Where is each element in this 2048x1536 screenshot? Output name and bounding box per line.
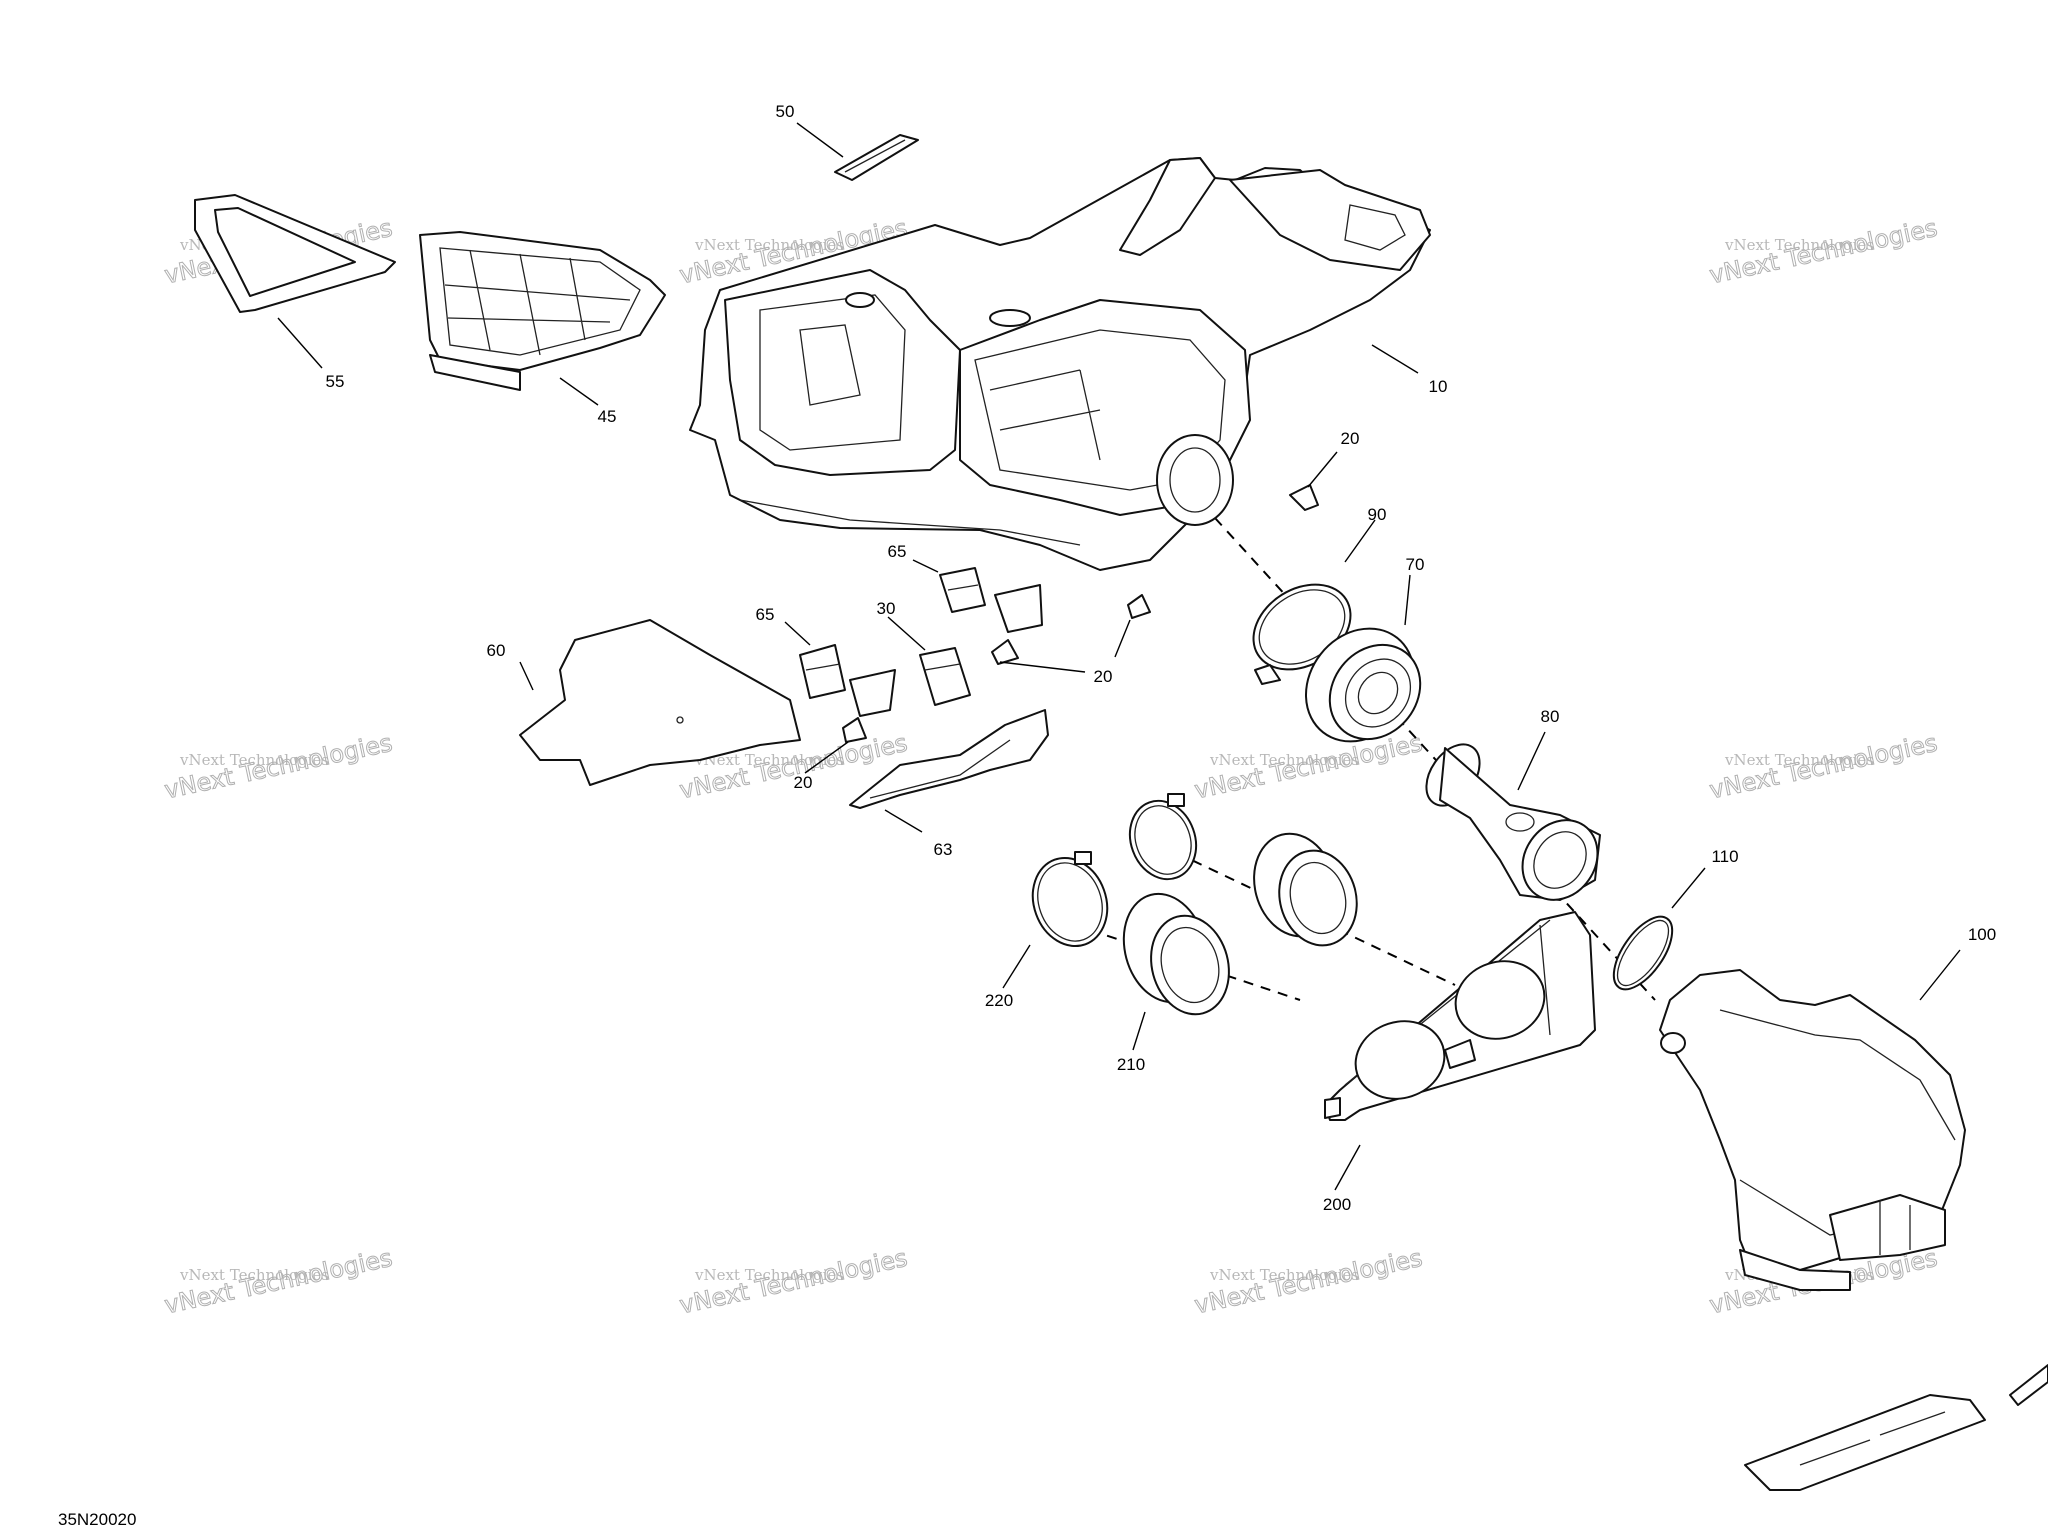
callout-45: 45 <box>598 407 617 426</box>
svg-text:vNext Technologies: vNext Technologies <box>694 751 844 769</box>
callout-65-upper: 65 <box>888 542 907 561</box>
callout-50: 50 <box>776 102 795 121</box>
callout-20-middle: 20 <box>1094 667 1113 686</box>
part-20-clip-upper-right <box>1289 484 1319 511</box>
part-30-connector <box>919 647 971 706</box>
part-10-airbox-upper <box>689 157 1431 571</box>
callout-60: 60 <box>487 641 506 660</box>
part-80-intake <box>1425 743 1601 901</box>
part-110-o-ring <box>1612 915 1674 991</box>
svg-text:vNext Technologies: vNext Technologies <box>179 1266 329 1284</box>
leader-lines <box>277 122 1961 1191</box>
callout-20-upper: 20 <box>1341 429 1360 448</box>
callout-30: 30 <box>877 599 896 618</box>
part-210-boot-left <box>1122 892 1230 1016</box>
part-210-boot-right <box>1253 832 1358 947</box>
callout-65-lower: 65 <box>756 605 775 624</box>
svg-text:vNext Technologies: vNext Technologies <box>1209 1266 1359 1284</box>
part-63-bracket <box>849 709 1049 809</box>
callout-70: 70 <box>1406 555 1425 574</box>
part-45-grille <box>419 231 666 391</box>
callout-200: 200 <box>1323 1195 1351 1214</box>
callout-labels: 50 55 45 10 20 90 70 65 65 30 20 60 20 8… <box>326 102 1997 1214</box>
part-60-shield <box>519 619 801 786</box>
callout-90: 90 <box>1368 505 1387 524</box>
svg-text:vNext Technologies: vNext Technologies <box>1209 751 1359 769</box>
svg-text:vNext Technologies: vNext Technologies <box>694 236 844 254</box>
gasket-bottom <box>1744 1364 2048 1491</box>
part-70-flange <box>1304 627 1422 743</box>
svg-text:vNext Technologies: vNext Technologies <box>1724 751 1874 769</box>
callout-20-lower: 20 <box>794 773 813 792</box>
callout-55: 55 <box>326 372 345 391</box>
part-20-clip-center <box>991 639 1019 665</box>
callout-220: 220 <box>985 991 1013 1010</box>
part-100-airbox-lower <box>1659 969 1966 1291</box>
part-55-frame <box>194 194 396 313</box>
callout-210: 210 <box>1117 1055 1145 1074</box>
svg-text:vNext Technologies: vNext Technologies <box>179 751 329 769</box>
callout-110: 110 <box>1711 847 1738 866</box>
part-50-strip <box>834 134 919 181</box>
svg-text:vNext Technologies: vNext Technologies <box>694 1266 844 1284</box>
part-20-clip-lower <box>842 717 867 743</box>
part-220-clamp-right <box>1128 793 1198 881</box>
svg-text:vNext Technologies: vNext Technologies <box>1724 236 1874 254</box>
part-20-clip-middle <box>1127 594 1151 619</box>
callout-100: 100 <box>1968 925 1996 944</box>
part-200-plate <box>1324 911 1596 1121</box>
callout-10: 10 <box>1429 377 1448 396</box>
drawing-number: 35N20020 <box>58 1510 137 1529</box>
callout-80: 80 <box>1541 707 1560 726</box>
part-65-duct-lower <box>799 644 896 717</box>
part-220-clamp-left <box>1031 851 1109 948</box>
callout-63: 63 <box>934 840 953 859</box>
part-65-duct-upper <box>939 567 1043 633</box>
